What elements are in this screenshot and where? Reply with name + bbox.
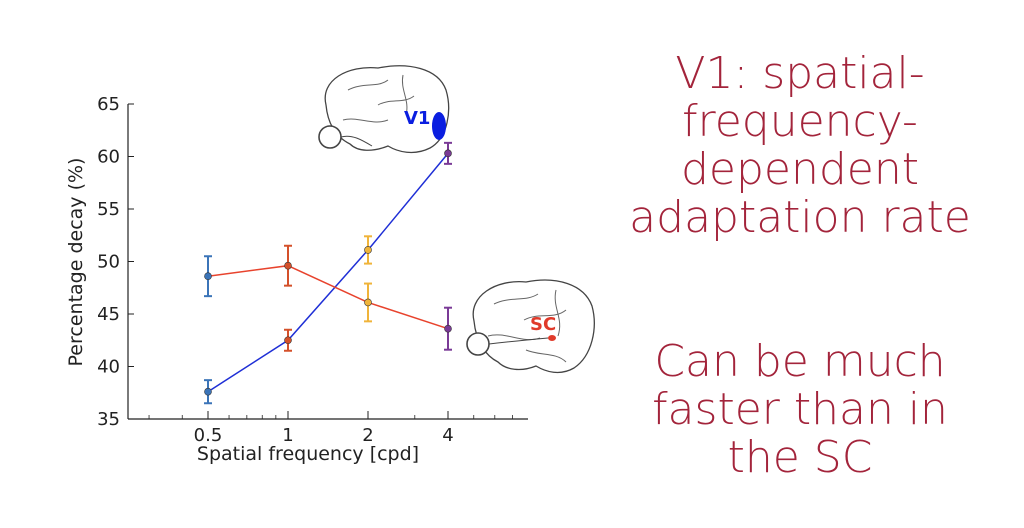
y-tick-label: 35 <box>97 409 120 430</box>
headline-primary-line: adaptation rate <box>629 192 971 243</box>
chart-axes: 35 40 45 50 55 60 65 0.5 1 2 4 <box>97 94 528 446</box>
brain-v1-sulcus-1 <box>347 79 389 91</box>
y-tick-label: 55 <box>97 199 120 220</box>
brain-v1-sulcus-3 <box>342 118 389 123</box>
headline-primary: V1: spatial- frequency- dependent adapta… <box>600 50 1000 242</box>
brain-sc-label: SC <box>530 314 556 335</box>
brain-v1-eye <box>318 125 342 149</box>
data-point <box>284 261 292 270</box>
y-tick-label: 45 <box>97 304 120 325</box>
series-line-sc <box>207 264 449 330</box>
headline-secondary-line: Can be much <box>654 336 946 387</box>
headline-secondary: Can be much faster than in the SC <box>600 338 1000 482</box>
data-point <box>204 272 212 281</box>
brain-sc-outline <box>472 279 595 374</box>
brain-sc-eye <box>466 332 490 356</box>
brain-v1-sulcus-4 <box>401 74 408 116</box>
headline-secondary-line: faster than in <box>652 384 948 435</box>
y-tick-label: 50 <box>97 252 120 273</box>
data-point <box>284 336 292 345</box>
brain-sc-illustration: SC <box>466 279 595 374</box>
y-tick-label: 60 <box>97 147 120 168</box>
chart-series <box>204 141 452 405</box>
data-point <box>364 246 372 254</box>
brain-v1-region <box>432 112 446 140</box>
chart: 35 40 45 50 55 60 65 0.5 1 2 4 Percentage decay (%… <box>65 65 595 465</box>
x-tick-label: 2 <box>362 425 373 446</box>
y-axis-label: Percentage decay (%) <box>65 158 87 367</box>
y-tick-label: 65 <box>97 94 120 115</box>
brain-sc-sulcus-4 <box>554 289 561 337</box>
headline-primary-line: V1: spatial- <box>675 48 925 99</box>
brain-sc-sulcus-5 <box>525 349 567 363</box>
data-point <box>204 387 212 396</box>
brain-sc-region <box>548 335 556 341</box>
x-tick-label: 1 <box>282 425 293 446</box>
headline-primary-line: frequency- <box>682 96 918 147</box>
x-tick-label: 0.5 <box>194 425 223 446</box>
series-line-v1 <box>207 152 449 393</box>
brain-sc-sulcus-1 <box>493 293 539 305</box>
brain-sc-optic <box>488 337 549 345</box>
brain-v1-optic <box>340 135 373 147</box>
headline-primary-line: dependent <box>680 144 920 195</box>
y-tick-label: 40 <box>97 357 120 378</box>
brain-sc-sulcus-2 <box>523 309 567 321</box>
x-tick-label: 4 <box>442 425 453 446</box>
headline-secondary-line: the SC <box>727 432 873 483</box>
data-point <box>364 298 372 307</box>
brain-v1-illustration: V1 <box>318 65 450 154</box>
data-point <box>444 324 452 333</box>
brain-v1-sulcus-2 <box>377 95 415 106</box>
x-axis-label: Spatial frequency [cpd] <box>197 443 419 465</box>
brain-v1-label: V1 <box>404 108 430 129</box>
data-point <box>444 149 452 158</box>
